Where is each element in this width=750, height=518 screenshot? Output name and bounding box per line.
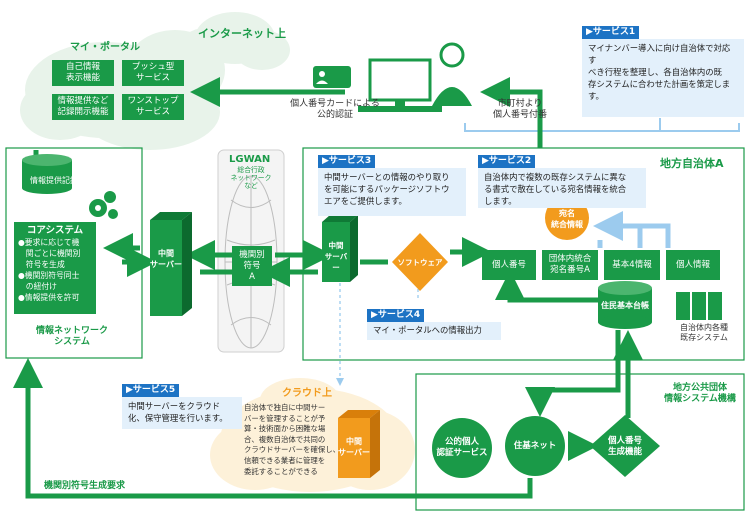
juki-net-circle	[505, 416, 565, 476]
merge-label: 宛名統合情報	[551, 209, 583, 229]
record-label: 情報提供記録	[30, 176, 78, 185]
service4-head: ▶サービス4	[367, 309, 425, 322]
auth-service-label: 公的個人認証サービス	[436, 437, 488, 458]
network-system-label: 情報ネットワークシステム	[35, 326, 108, 347]
registry-label: 住民基本台帳	[601, 301, 649, 310]
lgwan-title: LGWAN	[229, 154, 271, 165]
middle-server-right	[322, 215, 358, 282]
existing-systems-icon	[676, 292, 722, 320]
person-icon	[432, 42, 472, 106]
service4-body: マイ・ポータルへの情報出力	[367, 322, 501, 340]
lgwan-sub: 総合行政ネットワークなど	[230, 166, 272, 190]
service1-bracket	[464, 123, 740, 132]
address-number-box: 団体内統合 宛名番号A	[542, 250, 598, 280]
software-label: ソフトウェア	[397, 258, 443, 267]
cloud-bottom-body: 自治体で独自に中間サーバーを管理することが予算・技術面から困難な場合、複数自治体…	[244, 403, 341, 476]
existing-systems-label: 自治体内各種既存システム	[680, 323, 728, 342]
card-auth-label: 個人番号カードによる公的認証	[290, 99, 380, 120]
middle-server-cloud	[338, 410, 380, 478]
self-info-button[interactable]: 自己情報表示機能	[52, 60, 114, 86]
service1-head: ▶サービス1	[582, 26, 640, 39]
service1-body: マイナンバー導入に向け自治体で対応すべき行程を整理し、各自治体内の既存システムに…	[582, 39, 744, 117]
public-system-frame	[415, 373, 745, 511]
auth-service-circle	[432, 418, 492, 478]
service2-head: ▶サービス2	[478, 155, 536, 168]
number-gen-label: 個人番号生成機能	[607, 436, 642, 457]
juki-net-label: 住基ネット	[513, 441, 557, 451]
service3-head: ▶サービス3	[318, 155, 376, 168]
core-title: コアシステム	[26, 225, 84, 236]
core-system-box: コアシステム ●要求に応じて機 関ごとに機関別 符号を生成 ●機関別符号同士 の…	[14, 222, 96, 314]
assign-label: 市町村より個人番号付番	[492, 99, 547, 120]
blue-flow-arrows	[593, 211, 671, 248]
middle-server-left-label: 中間サーバー	[150, 249, 182, 269]
service5-head: ▶サービス5	[122, 384, 180, 397]
internet-label: インターネット上	[198, 27, 286, 40]
portal-title: マイ・ポータル	[70, 42, 140, 53]
personal-info-box: 個人情報	[666, 250, 720, 280]
middle-server-right-label: 中間サーバー	[324, 241, 348, 272]
software-diamond	[392, 233, 448, 291]
record-database	[22, 154, 72, 194]
service2-body: 自治体内で複数の既存システムに異なる書式で散在している宛名情報を統合します。	[478, 168, 646, 208]
cloud-bottom-title: クラウド上	[282, 388, 332, 399]
registry-database	[598, 281, 652, 329]
personal-number-box: 個人番号	[482, 250, 536, 280]
id-card-icon	[313, 66, 351, 88]
service5-body: 中間サーバーをクラウド化、保守管理を行います。	[122, 397, 242, 429]
basic-info-box: 基本4情報	[604, 250, 660, 280]
core-items: ●要求に応じて機 関ごとに機関別 符号を生成 ●機関別符号同士 の紐付け ●情報…	[18, 238, 81, 302]
one-stop-button[interactable]: ワンストップサービス	[122, 94, 184, 120]
bottom-flow-label: 機関別符号生成要求	[44, 481, 126, 491]
record-disclosure-button[interactable]: 情報提供など記録開示機能	[52, 94, 114, 120]
local-gov-title: 地方自治体A	[660, 157, 724, 170]
computer-icon	[358, 58, 442, 112]
push-service-button[interactable]: プッシュ型サービス	[122, 60, 184, 86]
service3-body: 中間サーバーとの情報のやり取りを可能にするパッケージソフトウエアをご提供します。	[318, 168, 466, 216]
cloud-server-label: 中間サーバー	[338, 437, 370, 457]
middle-server-left	[150, 212, 192, 316]
gear-icon	[89, 191, 118, 219]
public-system-title: 地方公共団体情報システム機構	[664, 383, 736, 404]
number-gen-diamond	[590, 415, 660, 477]
